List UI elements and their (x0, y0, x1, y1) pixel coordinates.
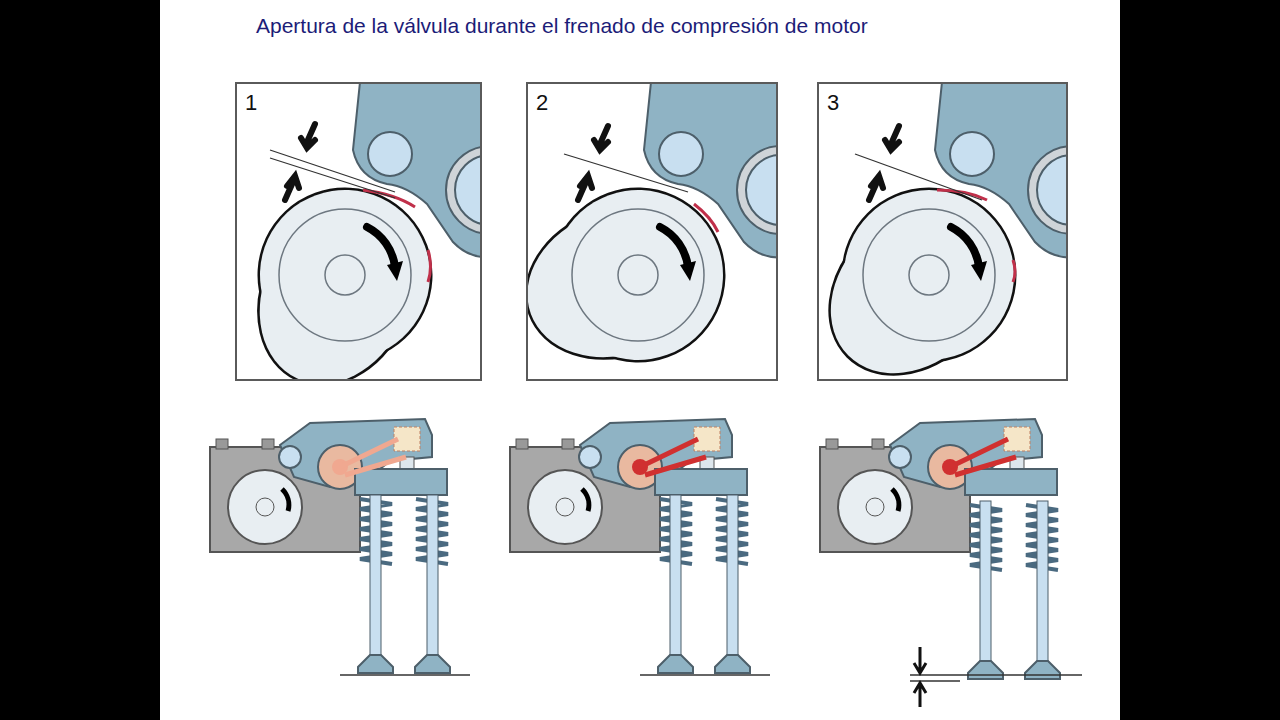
cam-detail (526, 82, 778, 381)
valve-mechanism (820, 419, 1082, 707)
slide (160, 0, 1120, 720)
valve-mechanism (510, 419, 770, 675)
valve-mechanism (210, 419, 470, 675)
panel-number: 1 (237, 84, 257, 116)
panel-number: 3 (819, 84, 839, 116)
panel-frame: 1 (235, 82, 482, 381)
slide-title: Apertura de la válvula durante el frenad… (256, 14, 868, 38)
panel-frame: 2 (526, 82, 778, 381)
panel-number: 2 (528, 84, 548, 116)
panel-frame: 3 (817, 82, 1068, 381)
cam-detail (817, 82, 1068, 381)
cam-detail (235, 82, 482, 381)
